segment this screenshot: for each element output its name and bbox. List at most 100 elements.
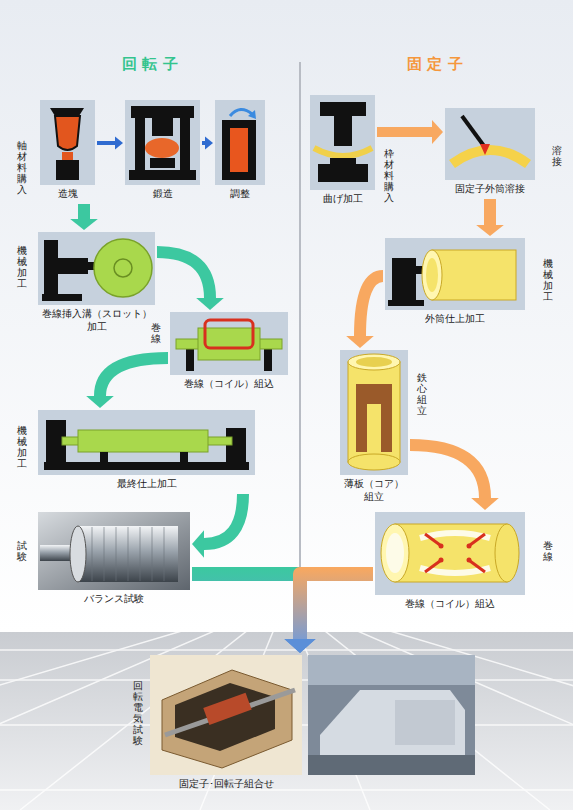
adjust-illustration xyxy=(215,100,265,185)
generator-photo xyxy=(150,655,302,775)
process-step: 巻線（コイル）組込 xyxy=(170,312,288,392)
flow-arrow xyxy=(346,276,383,348)
arrow-head xyxy=(471,498,499,510)
bending-illustration xyxy=(310,95,375,190)
ingot-illustration xyxy=(55,116,80,150)
generator-photo xyxy=(175,683,275,751)
background xyxy=(0,649,573,651)
slot-machining-illustration xyxy=(114,259,132,277)
forging-illustration xyxy=(152,118,173,136)
process-step: 外筒仕上加工 xyxy=(385,238,525,327)
core-assembly-illustration xyxy=(356,384,392,452)
forging-illustration xyxy=(131,106,194,118)
process-step: 固定子･回転子組合せ xyxy=(150,655,475,792)
step-caption: 巻線（コイル）組込 xyxy=(170,377,288,390)
arrow-shaft xyxy=(360,276,383,336)
generator-photo xyxy=(165,690,295,735)
arrow-shaft xyxy=(204,494,243,544)
rotor-photo xyxy=(92,527,164,581)
adjust-illustration xyxy=(222,120,256,180)
bending-illustration xyxy=(320,102,366,116)
background xyxy=(0,0,573,632)
flow-arrow xyxy=(377,120,443,144)
rotor-coil-illustration xyxy=(170,312,288,375)
arrow-head xyxy=(346,336,374,348)
step-caption: 調整 xyxy=(215,187,265,200)
step-caption: 曲げ加工 xyxy=(310,192,375,205)
rotor-photo xyxy=(128,527,129,581)
background xyxy=(286,632,550,810)
step-label: 機械加工 xyxy=(17,245,27,289)
forging-illustration xyxy=(125,100,200,185)
process-step: 薄板（コア） 組立 xyxy=(340,350,408,505)
bending-illustration xyxy=(334,116,352,146)
bending-illustration xyxy=(318,164,368,182)
arrow-head xyxy=(192,530,204,558)
column-heading: 固 定 子 xyxy=(385,56,485,73)
step-caption: 巻線（コイル）組込 xyxy=(375,597,525,610)
final-machining-illustration xyxy=(180,452,188,462)
stator-coil-illustration xyxy=(470,561,485,572)
rotor-photo xyxy=(152,527,153,581)
shell-machining-illustration xyxy=(426,258,438,292)
step-label: 巻線 xyxy=(543,540,553,562)
ingot-illustration xyxy=(50,108,84,116)
slot-machining-illustration xyxy=(44,258,88,274)
arrow-shaft xyxy=(100,358,168,396)
stator-coil-illustration xyxy=(425,534,440,545)
ingot-illustration xyxy=(40,100,95,185)
background xyxy=(286,632,573,810)
background xyxy=(0,632,573,810)
test-hall-photo xyxy=(395,700,455,745)
generator-photo xyxy=(150,655,302,775)
shell-machining-illustration xyxy=(388,300,424,306)
adjust-illustration xyxy=(215,100,265,185)
arrow-shaft xyxy=(97,141,115,145)
stator-coil-illustration xyxy=(439,544,444,549)
process-step: 造塊 xyxy=(40,100,95,202)
stator-coil-illustration xyxy=(375,512,525,595)
welding-illustration xyxy=(452,150,528,164)
process-step: 固定子外筒溶接 xyxy=(445,108,535,197)
core-assembly-illustration xyxy=(348,362,400,462)
rotor-coil-illustration xyxy=(205,320,253,348)
arrow-head xyxy=(284,639,315,653)
forging-illustration xyxy=(135,118,145,174)
ingot-illustration xyxy=(56,160,79,180)
shell-machining-illustration xyxy=(385,238,525,310)
rotor-photo xyxy=(164,527,165,581)
stator-coil-illustration xyxy=(375,512,525,595)
rotor-photo xyxy=(140,527,141,581)
forging-illustration xyxy=(150,158,175,168)
welding-illustration xyxy=(445,108,535,180)
ingot-illustration xyxy=(40,100,95,185)
process-step: 最終仕上加工 xyxy=(38,410,255,492)
forging-illustration xyxy=(129,170,196,180)
step-caption: 鍛造 xyxy=(125,187,200,200)
flow-arrow xyxy=(192,494,243,558)
step-caption: 造塊 xyxy=(40,187,95,200)
arrow-head xyxy=(86,396,114,408)
arrow-shaft xyxy=(192,574,300,639)
rotor-photo xyxy=(38,512,190,590)
core-assembly-illustration xyxy=(356,357,392,367)
flow-arrow xyxy=(202,136,213,149)
step-label: 軸材料購入 xyxy=(17,140,27,195)
arrow-shaft xyxy=(377,127,432,137)
arrow-head xyxy=(196,298,224,310)
stator-coil-illustration xyxy=(381,524,409,582)
core-assembly-illustration xyxy=(348,454,400,470)
stator-coil-illustration xyxy=(439,558,444,563)
rotor-photo xyxy=(92,527,93,581)
stator-coil-illustration xyxy=(425,561,440,572)
slot-machining-illustration xyxy=(38,232,155,305)
arrow-head xyxy=(70,219,98,230)
welding-illustration xyxy=(480,144,490,155)
flow-arrow xyxy=(284,574,373,653)
arrow-head xyxy=(115,136,123,149)
flow-arrow xyxy=(157,252,224,310)
